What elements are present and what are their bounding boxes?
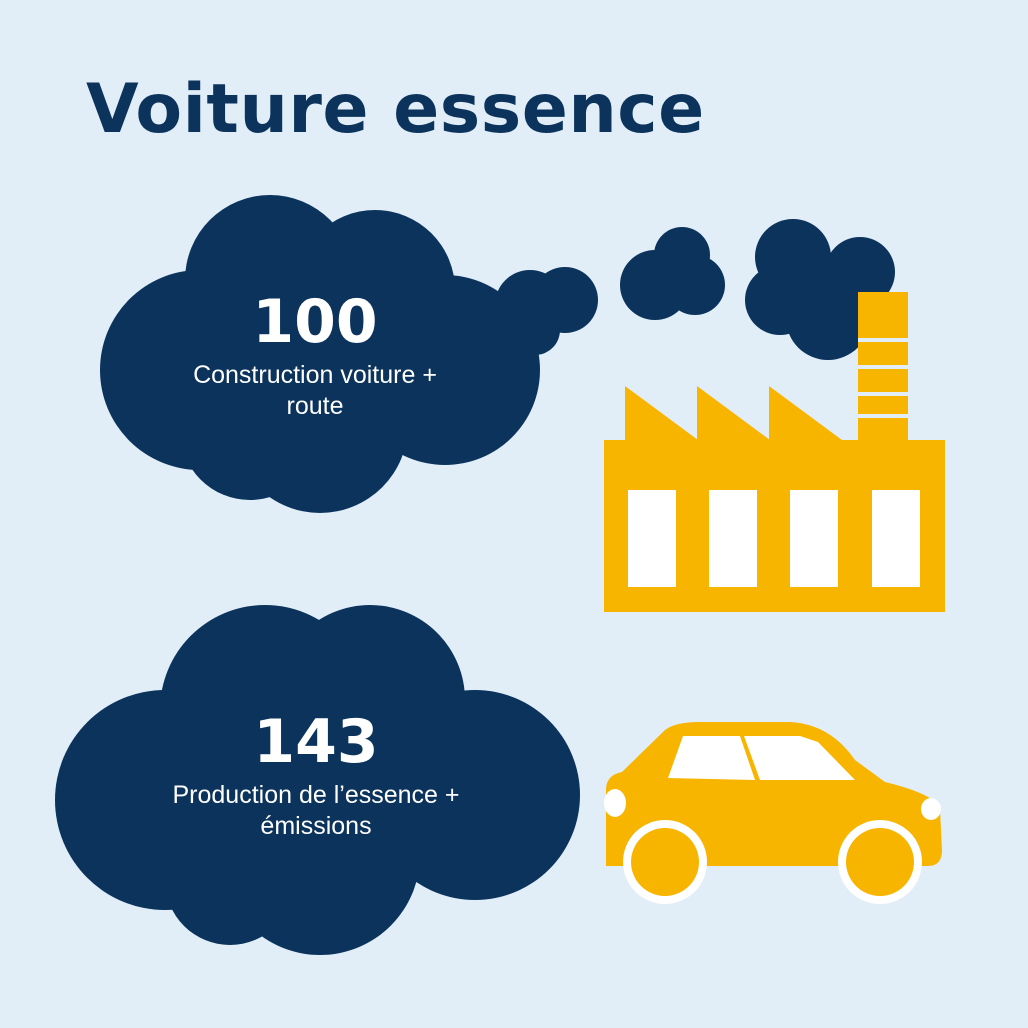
stat-label-line1: Production de l’essence + <box>172 781 460 809</box>
stat-value: 143 <box>253 707 379 777</box>
factory-icon <box>604 292 945 612</box>
stat-fuel: 143 Production de l’essence + émissions <box>136 712 496 843</box>
stat-label-line2: route <box>286 392 344 421</box>
cloud-fuel <box>55 605 580 955</box>
car-icon <box>604 722 942 904</box>
page-title: Voiture essence <box>86 70 705 149</box>
stat-construction: 100 Construction voiture + route <box>160 292 470 423</box>
smoke-puffs <box>495 219 895 360</box>
stat-label-line1: Construction voiture + <box>193 361 437 389</box>
stat-label-line2: émissions <box>260 812 372 841</box>
stat-value: 100 <box>252 287 378 357</box>
cloud-construction <box>100 195 540 513</box>
